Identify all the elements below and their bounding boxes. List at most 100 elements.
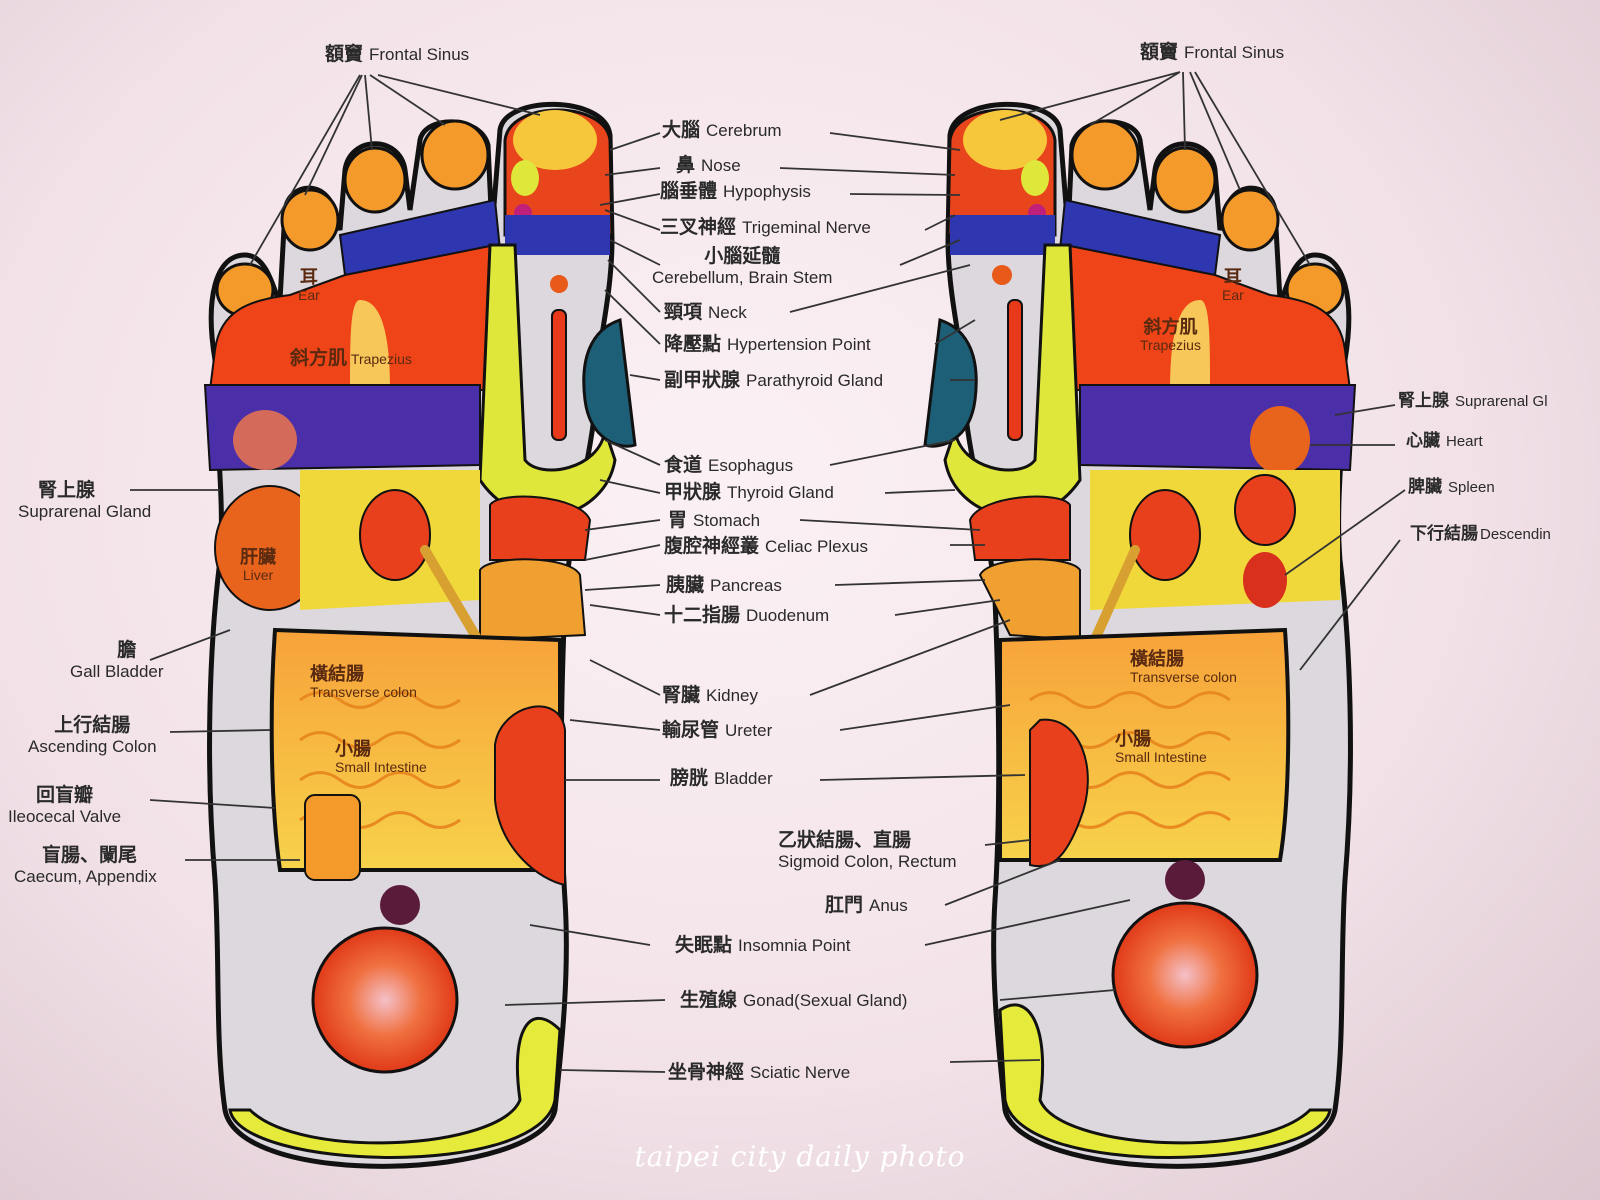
label-zh: 肛門 (825, 894, 864, 916)
left-sciatic (228, 1017, 562, 1159)
label-en: Esophagus (708, 456, 794, 475)
label-en: Ascending Colon (28, 736, 157, 756)
label-zh: 三叉神經 (660, 216, 737, 238)
label-zh: 鼻 (676, 154, 696, 176)
small-intestine-label-right: 小腸 Small Intestine (1115, 730, 1207, 765)
right-toe-2 (1070, 119, 1140, 191)
label-zh: 脾臟 (1408, 477, 1442, 497)
small-int-zh-right: 小腸 (1115, 729, 1151, 750)
label-zh: 降壓點 (664, 333, 722, 355)
label-en: Suprarenal Gland (18, 501, 152, 521)
frontal-sinus-left-label: 額竇 Frontal Sinus (325, 43, 470, 66)
transverse-label-left: 橫結腸 Transverse colon (310, 665, 417, 700)
hypertension-label: 降壓點 Hypertension Point (664, 333, 871, 356)
trapezius-label-left: 斜方肌 Trapezius (290, 348, 412, 369)
trapezius-label-right: 斜方肌 Trapezius (1140, 318, 1201, 353)
ear-zh-right: 耳 (1223, 267, 1242, 288)
label-en: Hypophysis (723, 182, 811, 201)
right-sciatic (998, 1003, 1332, 1159)
right-toe-4 (1220, 188, 1280, 252)
bladder-label: 膀胱 Bladder (670, 767, 773, 790)
right-parathyroid (923, 317, 978, 448)
anus-label: 肛門 Anus (825, 894, 908, 917)
label-en: Anus (869, 896, 908, 915)
label-zh: 膀胱 (670, 767, 709, 789)
label-zh: 額竇 (325, 43, 364, 65)
label-en: Sigmoid Colon, Rectum (778, 851, 957, 871)
label-zh: 頸項 (664, 301, 703, 323)
small-int-zh: 小腸 (335, 739, 371, 760)
trapezius-zh-right: 斜方肌 (1143, 317, 1198, 338)
right-bladder (1029, 718, 1089, 868)
label-en: Frontal Sinus (369, 45, 470, 64)
esophagus-label: 食道 Esophagus (664, 454, 794, 477)
label-en: Suprarenal Gl (1455, 393, 1548, 410)
right-gonad (1111, 901, 1259, 1049)
thyroid-label: 甲狀腺 Thyroid Gland (664, 481, 834, 504)
transverse-label-right: 橫結腸 Transverse colon (1130, 650, 1237, 685)
label-en: Thyroid Gland (727, 483, 834, 502)
label-en: Kidney (706, 686, 758, 705)
label-zh: 甲狀腺 (664, 481, 722, 503)
label-zh: 食道 (664, 454, 703, 476)
label-zh: 腹腔神經叢 (664, 535, 760, 557)
label-en: Gall Bladder (70, 661, 164, 681)
transverse-en-right: Transverse colon (1130, 668, 1237, 685)
left-foot (203, 101, 637, 1169)
right-lung-band (1079, 384, 1357, 472)
label-zh: 腎上腺 (1398, 391, 1449, 411)
celiac-label: 腹腔神經叢 Celiac Plexus (664, 535, 869, 558)
left-toe-2 (420, 119, 490, 191)
label-zh: 心臟 (1406, 431, 1440, 451)
label-zh: 胰臟 (666, 574, 705, 596)
label-zh: 腎上腺 (38, 479, 96, 501)
label-en: Cerebrum (706, 121, 782, 140)
label-en: Bladder (714, 769, 773, 788)
watermark: taipei city daily photo (634, 1140, 966, 1173)
label-en: Parathyroid Gland (746, 371, 884, 390)
label-en: Stomach (693, 511, 761, 530)
right-spleen (1234, 474, 1296, 546)
label-zh: 輸尿管 (662, 719, 720, 741)
ear-en-right: Ear (1222, 286, 1244, 303)
liver-label: 肝臟 Liver (240, 548, 276, 583)
liver-zh: 肝臟 (240, 547, 276, 568)
pancreas-label: 胰臟 Pancreas (666, 574, 782, 597)
right-heart (1250, 406, 1310, 474)
kidney-label: 腎臟 Kidney (662, 684, 758, 707)
label-en: Pancreas (710, 576, 782, 595)
label-zh: 坐骨神經 (668, 1061, 745, 1083)
label-en: Spleen (1448, 479, 1495, 496)
small-int-en-right: Small Intestine (1115, 748, 1207, 765)
label-en: Hypertension Point (727, 335, 871, 354)
right-toe-3 (1153, 146, 1217, 214)
left-toe-3 (343, 146, 407, 214)
label-zh: 腎臟 (662, 684, 701, 706)
label-en: Ureter (725, 721, 773, 740)
label-zh: 回盲瓣 (36, 784, 94, 806)
trapezius-en-right: Trapezius (1140, 336, 1201, 353)
left-bladder (494, 705, 566, 887)
label-zh: 膽 (117, 639, 137, 661)
spleen-label: 脾臟 Spleen (1408, 477, 1495, 498)
right-mid-band (1090, 470, 1340, 610)
ear-label-right: 耳 Ear (1222, 268, 1244, 303)
ear-label-left: 耳 Ear (298, 268, 320, 303)
left-parathyroid (582, 317, 637, 448)
label-en: Caecum, Appendix (14, 866, 157, 886)
label-zh: 下行結腸 (1410, 524, 1478, 544)
left-toe-4 (280, 188, 340, 252)
right-kidney (1129, 489, 1201, 581)
label-en: Celiac Plexus (765, 537, 869, 556)
